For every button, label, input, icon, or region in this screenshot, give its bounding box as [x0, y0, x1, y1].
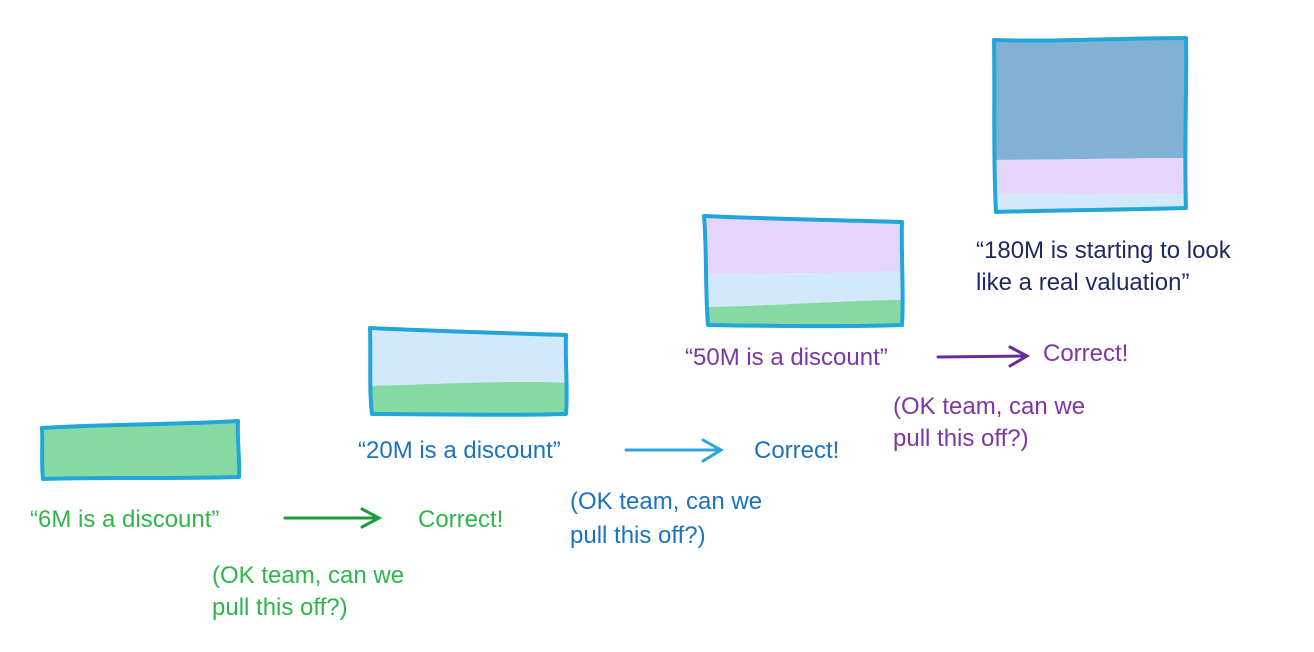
box-6m-outline	[40, 419, 242, 481]
box-20m-blue-fill	[370, 330, 566, 386]
box-180m	[992, 36, 1189, 214]
box-50m-green-fill	[706, 300, 902, 325]
box-50m-blue-fill	[706, 271, 902, 307]
box-180m-outline	[992, 36, 1189, 214]
arrow-20m	[624, 438, 724, 463]
box-20m-outline	[368, 326, 569, 417]
box-50m-outline	[702, 214, 905, 329]
arrow-50m	[936, 345, 1031, 368]
note-20m-line1: (OK team, can we	[570, 488, 763, 515]
quote-180m-line1: “180M is starting to look	[976, 237, 1231, 264]
note-50m-line2: pull this off?)	[893, 425, 1029, 452]
box-50m	[702, 214, 905, 329]
arrow-50m-shaft	[936, 354, 1026, 359]
note-50m-line1: (OK team, can we	[893, 393, 1086, 420]
quote-20m: “20M is a discount”	[358, 437, 561, 464]
box-6m-green-fill	[42, 421, 239, 479]
box-20m-green-fill	[370, 381, 566, 414]
note-6m-line2: pull this off?)	[212, 594, 348, 621]
arrow-50m-head	[1008, 345, 1031, 368]
quote-180m-line2: like a real valuation”	[976, 269, 1190, 296]
box-180m-lavender-fill	[994, 158, 1186, 195]
quote-6m: “6M is a discount”	[30, 506, 220, 533]
box-50m-lavender-fill	[704, 218, 902, 274]
result-50m: Correct!	[1043, 340, 1129, 367]
arrow-6m-head	[360, 507, 383, 529]
result-6m: Correct!	[418, 506, 504, 533]
arrow-20m-head	[701, 438, 724, 463]
note-6m-line1: (OK team, can we	[212, 562, 405, 589]
box-180m-steel-fill	[994, 38, 1186, 160]
quote-50m: “50M is a discount”	[685, 344, 888, 371]
box-20m	[368, 326, 569, 417]
note-20m-line2: pull this off?)	[570, 522, 706, 549]
result-20m: Correct!	[754, 437, 840, 464]
box-6m	[40, 419, 242, 481]
arrow-6m	[283, 507, 383, 529]
